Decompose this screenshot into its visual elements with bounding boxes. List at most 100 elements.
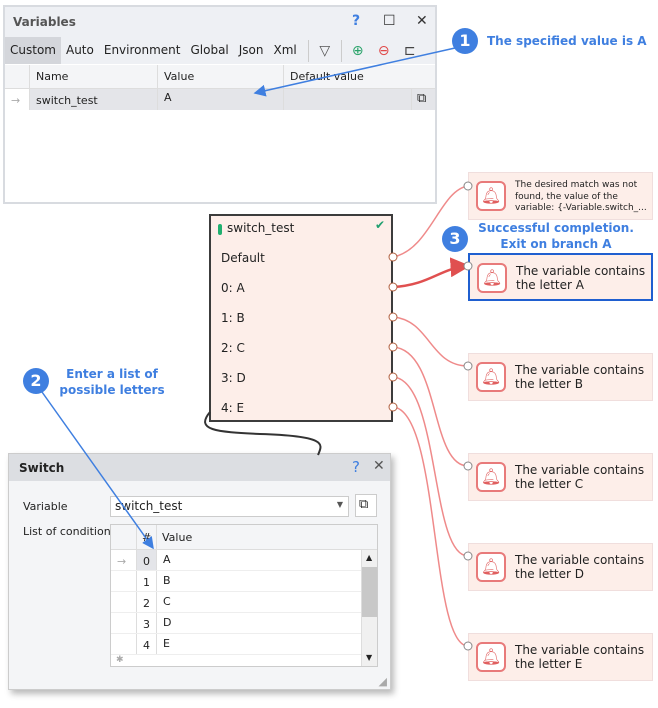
action-letter-d[interactable]: 🔔︎ The variable contains the letter D xyxy=(468,543,653,591)
annotation-line: Enter a list of xyxy=(66,367,158,381)
variable-name[interactable]: switch_test xyxy=(29,89,157,110)
bell-icon: 🔔︎ xyxy=(476,181,506,211)
annotation-line: Successful completion. xyxy=(478,221,634,235)
annotation-text-3: Successful completion. Exit on branch A xyxy=(475,220,637,252)
node-title: switch_test xyxy=(227,221,295,235)
new-row-icon: ✱ xyxy=(116,655,124,665)
branch-2: 2: C xyxy=(221,341,245,355)
help-button[interactable]: ? xyxy=(352,13,361,29)
action-letter-a[interactable]: 🔔︎ The variable contains the letter A xyxy=(468,253,653,301)
column-value[interactable]: Value xyxy=(156,525,361,549)
tab-xml[interactable]: Xml xyxy=(273,43,297,57)
scrollbar[interactable]: ▲ ▼ xyxy=(361,550,377,666)
check-icon: ✔ xyxy=(374,218,385,232)
connector-a xyxy=(392,257,471,289)
variables-window: Variables ? ☐ ✕ Custom Auto Environment … xyxy=(3,5,437,204)
resize-grip-icon[interactable]: ◢ xyxy=(378,675,387,688)
variable-select-value: switch_test xyxy=(115,499,183,513)
tab-json[interactable]: Json xyxy=(238,43,264,57)
action-letter-b[interactable]: 🔔︎ The variable contains the letter B xyxy=(468,353,653,401)
annotation-text-2: Enter a list of possible letters xyxy=(52,366,172,398)
layout-icon[interactable]: ⊏ xyxy=(403,42,416,59)
action-text: The variable contains the letter A xyxy=(516,264,646,292)
action-not-found[interactable]: 🔔︎ The desired match was not found, the v… xyxy=(468,172,653,220)
copy-icon[interactable]: ⧉ xyxy=(411,89,435,110)
variable-default[interactable] xyxy=(283,89,411,110)
scrollbar-thumb[interactable] xyxy=(362,567,377,617)
scroll-up-icon[interactable]: ▲ xyxy=(366,553,373,562)
row-number: 2 xyxy=(136,592,156,612)
action-letter-c[interactable]: 🔔︎ The variable contains the letter C xyxy=(468,453,653,501)
variables-grid-header: Name Value Default value xyxy=(5,65,435,89)
filter-icon[interactable]: ▽ xyxy=(319,42,331,59)
action-text: The desired match was not found, the val… xyxy=(515,180,647,213)
switch-window: Switch ? ✕ Variable switch_test ▼ ⧉ List … xyxy=(8,453,391,690)
bell-icon: 🔔︎ xyxy=(476,642,506,672)
connector-e xyxy=(392,406,469,647)
annotation-line: Exit on branch A xyxy=(500,237,612,251)
row-value[interactable]: A xyxy=(156,550,361,570)
action-letter-e[interactable]: 🔔︎ The variable contains the letter E xyxy=(468,633,653,681)
row-arrow-icon: → xyxy=(117,555,127,568)
row-value[interactable]: B xyxy=(156,571,361,591)
tab-environment[interactable]: Environment xyxy=(103,43,181,57)
variable-label: Variable xyxy=(23,500,68,513)
help-button[interactable]: ? xyxy=(352,458,360,476)
chevron-down-icon: ▼ xyxy=(336,500,343,509)
annotation-badge-2: 2 xyxy=(23,368,49,394)
switch-title: Switch xyxy=(9,454,390,481)
action-text: The variable contains the letter B xyxy=(515,363,645,391)
bell-icon: 🔔︎ xyxy=(476,462,506,492)
annotation-badge-3: 3 xyxy=(442,226,468,252)
variables-toolbar: Custom Auto Environment Global Json Xml … xyxy=(5,37,435,64)
copy-icon[interactable]: ⧉ xyxy=(355,494,377,517)
column-name[interactable]: Name xyxy=(29,65,157,88)
maximize-button[interactable]: ☐ xyxy=(383,13,396,29)
branch-3: 3: D xyxy=(221,371,246,385)
row-number: 4 xyxy=(136,634,156,654)
annotation-badge-1: 1 xyxy=(452,28,478,54)
tab-auto[interactable]: Auto xyxy=(65,43,94,57)
bell-icon: 🔔︎ xyxy=(476,362,506,392)
action-text: The variable contains the letter C xyxy=(515,463,645,491)
annotation-line: possible letters xyxy=(59,383,165,397)
action-text: The variable contains the letter E xyxy=(515,643,645,671)
bell-icon: 🔔︎ xyxy=(476,552,506,582)
row-value[interactable]: E xyxy=(156,634,361,654)
row-number: 0 xyxy=(136,550,156,570)
annotation-text-1: The specified value is A xyxy=(487,34,647,48)
close-button[interactable]: ✕ xyxy=(416,13,428,29)
variable-value[interactable]: A xyxy=(157,89,283,110)
conditions-label: List of conditions xyxy=(23,525,117,538)
row-number: 1 xyxy=(136,571,156,591)
branch-4: 4: E xyxy=(221,401,245,415)
variable-select[interactable]: switch_test ▼ xyxy=(110,496,349,517)
bell-icon: 🔔︎ xyxy=(477,263,507,293)
column-value[interactable]: Value xyxy=(157,65,283,88)
scroll-down-icon[interactable]: ▼ xyxy=(366,653,373,662)
close-button[interactable]: ✕ xyxy=(373,458,385,474)
remove-icon[interactable]: ⊖ xyxy=(377,42,390,59)
row-value[interactable]: D xyxy=(156,613,361,633)
branch-1: 1: B xyxy=(221,311,245,325)
row-number: 3 xyxy=(136,613,156,633)
column-default-value[interactable]: Default value xyxy=(283,65,411,88)
column-number[interactable]: # xyxy=(136,525,156,549)
tab-global[interactable]: Global xyxy=(190,43,229,57)
branch-default: Default xyxy=(221,251,265,265)
row-value[interactable]: C xyxy=(156,592,361,612)
connector-c xyxy=(392,346,469,467)
action-text: The variable contains the letter D xyxy=(515,553,645,581)
switch-node[interactable]: switch_test ✔ Default 0: A 1: B 2: C 3: … xyxy=(209,214,393,422)
add-icon[interactable]: ⊕ xyxy=(351,42,364,59)
table-row[interactable]: → switch_test A ⧉ xyxy=(5,89,435,110)
variables-title: Variables xyxy=(5,7,435,37)
tab-custom[interactable]: Custom xyxy=(5,37,61,64)
status-indicator xyxy=(218,224,222,235)
